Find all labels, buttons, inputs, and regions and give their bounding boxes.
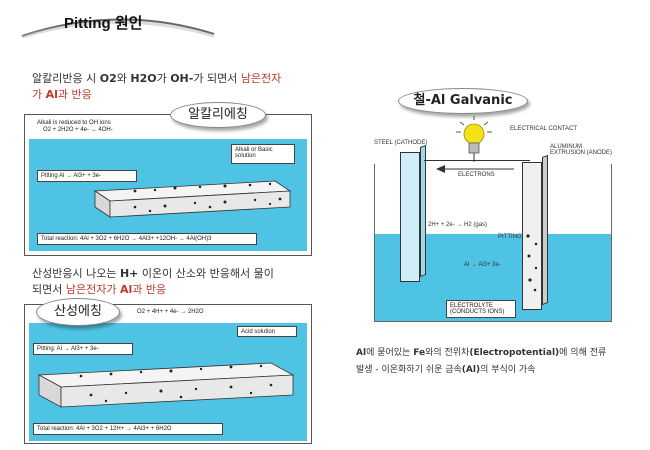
steel-cathode-label: STEEL (CATHODE)	[374, 140, 428, 146]
alkali-pitting-equation: Pitting Al → Al3+ + 3e-	[37, 170, 137, 182]
alkali-panel-label: Alkali is reduced to OH ions	[37, 120, 111, 126]
electrons-label: ELECTRONS	[458, 172, 495, 178]
title-arc	[21, 18, 215, 39]
acid-top-equation: O2 + 4H+ + 4e- → 2H2O	[137, 309, 204, 315]
acid-pitting-equation: Pitting: Al → Al3+ + 3e-	[33, 343, 133, 355]
alkali-etching-bubble: 알칼리에칭	[170, 102, 266, 128]
electrical-contact-label: ELECTRICAL CONTACT	[510, 126, 578, 132]
alkali-total-reaction: Total reaction: 4Al + 3O2 + 6H2O → 4Al3+…	[37, 233, 257, 245]
galvanic-title: 철-Al Galvanic	[398, 88, 528, 114]
aluminum-anode	[522, 162, 542, 310]
alkali-description: 알칼리반응 시 O2와 H2O가 OH-가 되면서 남은전자 가 Al과 반응	[32, 72, 282, 101]
aluminum-extrusion-label: ALUMINUM EXTRUSION (ANODE)	[550, 144, 613, 156]
acid-description: 산성반응시 나오는 H+ 이온이 산소와 반응해서 물이 되면서 남은전자가 A…	[32, 267, 274, 296]
al-ionization-equation: Al → Al3+ 3e-	[464, 262, 501, 268]
hydrogen-equation: 2H+ + 2e- → H2 (gas)	[428, 222, 488, 228]
alkali-diagram: Alkali is reduced to OH ions O2 + 2H2O +…	[24, 114, 312, 256]
steel-cathode	[400, 152, 420, 282]
acid-total-reaction: Total reaction: 4Al + 3O2 + 12H+ → 4Al3+…	[33, 423, 223, 435]
galvanic-diagram: STEEL (CATHODE) ELECTRICAL CONTACT ALUMI…	[374, 116, 614, 324]
acid-etching-bubble: 산성에칭	[36, 298, 120, 326]
aluminum-bar	[93, 180, 292, 218]
alkali-solution-label: Alkali or Basic solution	[231, 144, 295, 164]
acid-solution-label: Acid solution	[237, 326, 297, 337]
electrolyte-label: ELECTROLYTE (CONDUCTS IONS)	[446, 300, 516, 318]
lightbulb-icon	[456, 116, 492, 162]
page-title: Pitting 원인	[64, 15, 143, 32]
electrons-arrow	[436, 165, 514, 173]
acid-diagram: O2 + 4H+ + 4e- → 2H2O Acid solution Pitt…	[24, 304, 312, 444]
acid-aluminum-bar	[37, 362, 295, 408]
pitting-label: PITTING	[498, 234, 522, 240]
pitting-marks	[526, 234, 538, 292]
alkali-top-equation: O2 + 2H2O + 4e- → 4OH-	[43, 127, 113, 133]
galvanic-description: Al에 묻어있는 Fe와의 전위차(Electropotential)에 의해 …	[356, 348, 607, 375]
